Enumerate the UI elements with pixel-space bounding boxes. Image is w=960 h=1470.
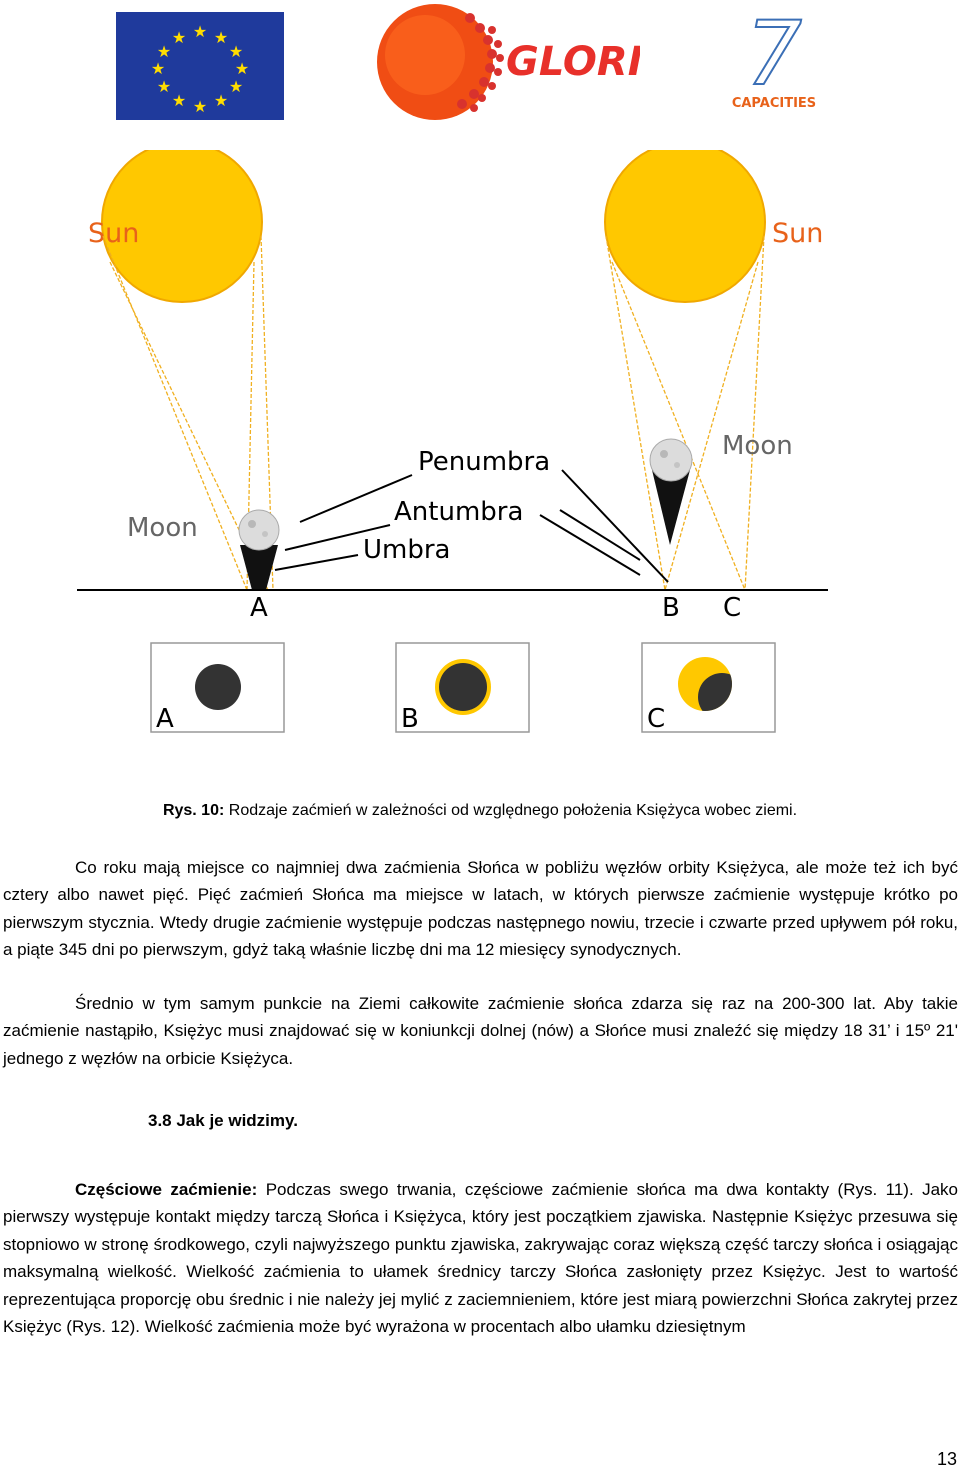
umbra-label: Umbra: [363, 535, 450, 565]
panel-a: A: [150, 642, 285, 734]
gloria-logo-text: GLORIA: [506, 39, 640, 85]
label-pointers: [274, 469, 669, 583]
paragraph-2: Średnio w tym samym punkcie na Ziemi cał…: [3, 990, 958, 1072]
svg-text:★: ★: [157, 42, 171, 61]
figure-caption: Rys. 10: Rodzaje zaćmień w zależności od…: [0, 802, 960, 820]
paragraph-1-text: Co roku mają miejsce co najmniej dwa zać…: [3, 858, 958, 960]
moon-right-label: Moon: [722, 431, 793, 461]
paragraph-2-text: Średnio w tym samym punkcie na Ziemi cał…: [3, 994, 958, 1068]
eclipse-diagram: Sun Sun Moon Moon Penumbra Antumbra Umbr…: [77, 150, 828, 734]
right-shadow-rays: [605, 235, 765, 591]
section-heading: 3.8 Jak je widzimy.: [148, 1111, 298, 1130]
sun-right: [604, 150, 766, 303]
paragraph-3-text: Podczas swego trwania, częściowe zaćmien…: [3, 1180, 958, 1337]
sun-left-label: Sun: [88, 218, 139, 249]
svg-text:★: ★: [193, 22, 207, 41]
moon-left: [238, 509, 280, 551]
svg-text:★: ★: [157, 77, 171, 96]
paragraph-3-bold: Częściowe zaćmienie:: [75, 1180, 258, 1199]
umbra-right: [652, 470, 690, 545]
svg-text:★: ★: [193, 97, 207, 116]
panel-c-label: C: [647, 704, 665, 734]
fp7-numeral: 7: [746, 14, 802, 105]
penumbra-label: Penumbra: [418, 447, 550, 477]
fp7-capacities-logo: 7 CAPACITIES: [732, 14, 816, 111]
svg-text:★: ★: [172, 28, 186, 47]
panel-b: B: [395, 642, 530, 734]
moon-left-label: Moon: [127, 513, 198, 543]
moon-right: [649, 438, 693, 482]
svg-text:★: ★: [229, 42, 243, 61]
svg-text:★: ★: [151, 59, 165, 78]
caption-text: Rodzaje zaćmień w zależności od względne…: [224, 802, 798, 819]
paragraph-3: Częściowe zaćmienie: Podczas swego trwan…: [3, 1176, 958, 1340]
page-number: 13: [936, 1449, 957, 1469]
umbra-left: [240, 545, 278, 590]
sun-left: [101, 150, 263, 303]
svg-text:★: ★: [214, 28, 228, 47]
svg-text:★: ★: [172, 91, 186, 110]
caption-prefix: Rys. 10:: [162, 802, 225, 819]
gloria-logo: GLORIA: [377, 4, 640, 120]
panel-b-label: B: [401, 704, 419, 734]
svg-text:★: ★: [214, 91, 228, 110]
panel-c: C: [641, 642, 776, 734]
fp7-logo-text: CAPACITIES: [732, 96, 816, 111]
point-c-label: C: [723, 593, 741, 623]
svg-text:★: ★: [229, 77, 243, 96]
antumbra-label: Antumbra: [394, 497, 523, 527]
eu-flag-icon: ★ ★ ★ ★ ★ ★ ★ ★ ★ ★ ★ ★: [116, 12, 284, 120]
point-a-label: A: [250, 593, 268, 623]
point-b-label: B: [662, 593, 680, 623]
svg-text:★: ★: [235, 59, 249, 78]
header-logos: ★ ★ ★ ★ ★ ★ ★ ★ ★ ★ ★ ★ GLORIA 7 CAPACI: [0, 0, 960, 130]
paragraph-1: Co roku mają miejsce co najmniej dwa zać…: [3, 854, 958, 964]
panel-a-label: A: [156, 704, 174, 734]
sun-right-label: Sun: [772, 218, 823, 249]
